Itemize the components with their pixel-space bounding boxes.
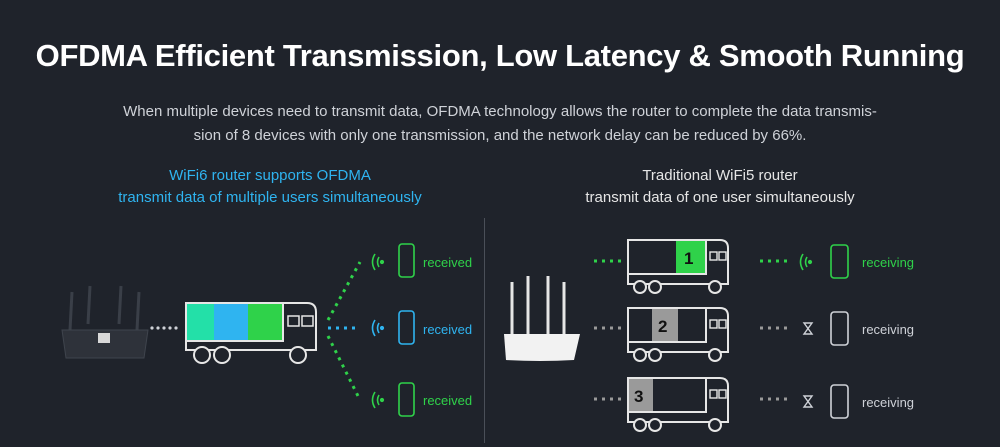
wifi5-heading-line1: Traditional WiFi5 router [642, 167, 798, 184]
page-title: OFDMA Efficient Transmission, Low Latenc… [35, 38, 965, 73]
wifi6-connector-dots [150, 326, 178, 330]
phone-icon [398, 310, 415, 345]
wifi6-fanout-lines [326, 261, 362, 401]
page-subtitle: When multiple devices need to transmit d… [123, 103, 877, 144]
wifi5-device-2: receiving [802, 311, 914, 346]
phone-icon [398, 382, 415, 417]
phone-icon [830, 311, 849, 346]
wifi5-router-icon [504, 276, 580, 361]
truck-1-number: 1 [684, 249, 693, 268]
wifi5-device-1-status: receiving [862, 255, 914, 270]
wifi5-device-1: receiving [799, 244, 914, 279]
phone-icon [830, 384, 849, 419]
wifi5-device-2-status: receiving [862, 322, 914, 337]
phone-icon [830, 244, 849, 279]
wifi6-heading-line2: transmit data of multiple users simultan… [118, 189, 422, 206]
wifi6-truck-icon [185, 302, 317, 364]
phone-icon [398, 243, 415, 278]
wifi6-device-1-status: received [423, 255, 472, 270]
hourglass-icon [802, 395, 814, 408]
wifi6-heading-line1: WiFi6 router supports OFDMA [169, 167, 371, 184]
wifi5-device-3-status: receiving [862, 395, 914, 410]
wifi-signal-icon [371, 253, 385, 271]
wifi-signal-icon [799, 253, 813, 271]
wifi5-truck-1-icon: 1 [627, 239, 729, 294]
wifi5-truck-2-icon: 2 [627, 307, 729, 362]
wifi-signal-icon [371, 319, 385, 337]
wifi6-device-2: received [371, 310, 472, 345]
wifi5-truck-3-icon: 3 [627, 377, 729, 432]
wifi6-device-3: received [371, 382, 472, 417]
wifi6-device-3-status: received [423, 393, 472, 408]
wifi6-device-2-status: received [423, 322, 472, 337]
wifi6-heading: WiFi6 router supports OFDMA transmit dat… [60, 165, 480, 209]
wifi5-heading: Traditional WiFi5 router transmit data o… [520, 165, 920, 209]
wifi5-heading-line2: transmit data of one user simultaneously [585, 189, 855, 206]
wifi6-device-1: received [371, 243, 472, 278]
section-divider [484, 218, 485, 443]
wifi5-device-3: receiving [802, 384, 914, 419]
wifi6-router-icon [61, 285, 149, 359]
truck-3-number: 3 [634, 387, 643, 406]
wifi-signal-icon [371, 391, 385, 409]
hourglass-icon [802, 322, 814, 335]
truck-2-number: 2 [658, 317, 667, 336]
